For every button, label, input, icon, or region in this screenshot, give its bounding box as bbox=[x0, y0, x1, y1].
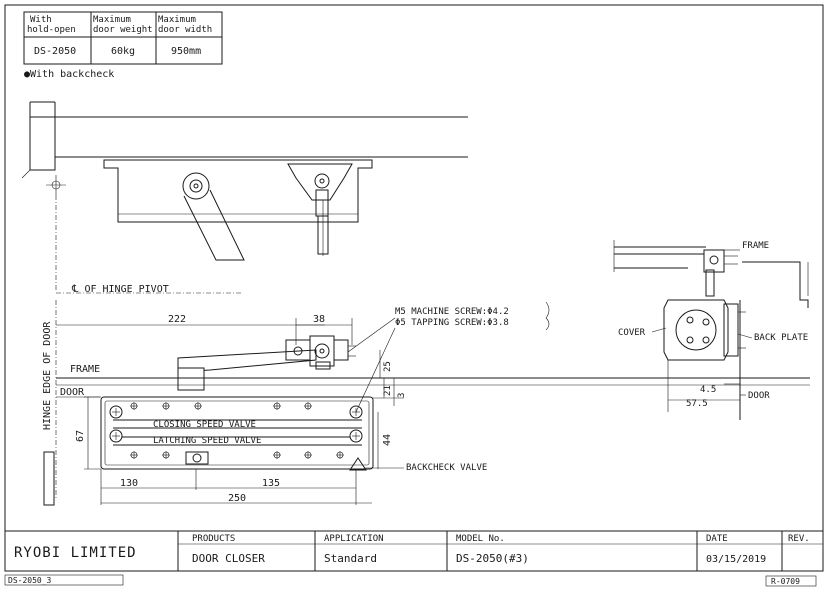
products-value: DOOR CLOSER bbox=[192, 552, 265, 565]
products-label: PRODUCTS bbox=[192, 534, 235, 544]
side-back-plate-label: BACK PLATE bbox=[754, 333, 808, 343]
dim-21: 21 bbox=[383, 385, 393, 396]
dim-25: 25 bbox=[383, 361, 393, 372]
dim-222: 222 bbox=[168, 314, 186, 325]
side-dim-57-5: 57.5 bbox=[686, 399, 708, 409]
doc-ref: R-0709 bbox=[771, 577, 800, 586]
screw-note-1: M5 MACHINE SCREW:Φ4.2 bbox=[395, 307, 509, 317]
rev-label: REV. bbox=[788, 534, 810, 544]
spec-header-weight-1: Maximum bbox=[93, 15, 131, 25]
closing-valve-label: CLOSING SPEED VALVE bbox=[153, 420, 256, 430]
backcheck-valve-label: BACKCHECK VALVE bbox=[406, 463, 487, 473]
spec-header-width-1: Maximum bbox=[158, 15, 196, 25]
sheet-border bbox=[4, 4, 824, 572]
hinge-pivot-label: ℄ OF HINGE PIVOT bbox=[71, 284, 169, 295]
model-label: MODEL No. bbox=[456, 534, 505, 544]
date-value: 03/15/2019 bbox=[706, 554, 766, 565]
application-label: APPLICATION bbox=[324, 534, 384, 544]
hinge-edge-label: HINGE EDGE OF DOOR bbox=[42, 321, 53, 430]
spec-cell-model: DS-2050 bbox=[34, 46, 76, 57]
side-cover-label: COVER bbox=[618, 328, 646, 338]
spec-cell-weight: 60kg bbox=[111, 46, 135, 57]
dim-250: 250 bbox=[228, 493, 246, 504]
dim-135: 135 bbox=[262, 478, 280, 489]
dim-67: 67 bbox=[75, 430, 86, 442]
frame-label: FRAME bbox=[70, 364, 100, 375]
top-view bbox=[21, 101, 468, 290]
spec-table: With hold-open Maximum door weight Maxim… bbox=[23, 11, 223, 65]
side-dim-4-5: 4.5 bbox=[700, 385, 716, 395]
spec-header-hold-open-1: With bbox=[30, 15, 52, 25]
application-value: Standard bbox=[324, 552, 377, 565]
spec-cell-width: 950mm bbox=[171, 46, 201, 57]
side-door-label: DOOR bbox=[748, 391, 770, 401]
latching-valve-label: LATCHING SPEED VALVE bbox=[153, 436, 261, 446]
dim-130: 130 bbox=[120, 478, 138, 489]
spec-header-width-2: door width bbox=[158, 25, 212, 35]
dim-3: 3 bbox=[397, 393, 407, 398]
footer: DS-2050_3 R-0709 bbox=[4, 574, 817, 587]
front-view: ℄ OF HINGE PIVOT HINGE EDGE OF DOOR 222 … bbox=[42, 284, 810, 506]
title-block: RYOBI LIMITED PRODUCTS DOOR CLOSER APPLI… bbox=[5, 530, 823, 571]
model-value: DS-2050(#3) bbox=[456, 552, 529, 565]
company-name: RYOBI LIMITED bbox=[14, 545, 137, 561]
dim-38: 38 bbox=[313, 314, 325, 325]
file-ref: DS-2050_3 bbox=[8, 576, 52, 585]
side-frame-label: FRAME bbox=[742, 241, 769, 251]
dim-44: 44 bbox=[382, 434, 393, 446]
side-view: FRAME COVER BACK PLATE 4.5 57.5 DOOR bbox=[613, 240, 809, 420]
spec-header-weight-2: door weight bbox=[93, 25, 153, 35]
date-label: DATE bbox=[706, 534, 728, 544]
spec-header-hold-open-2: hold-open bbox=[27, 25, 76, 35]
backcheck-note: ●With backcheck bbox=[24, 69, 114, 80]
screw-note-2: Φ5 TAPPING SCREW:Φ3.8 bbox=[395, 318, 509, 328]
door-label: DOOR bbox=[60, 387, 85, 398]
